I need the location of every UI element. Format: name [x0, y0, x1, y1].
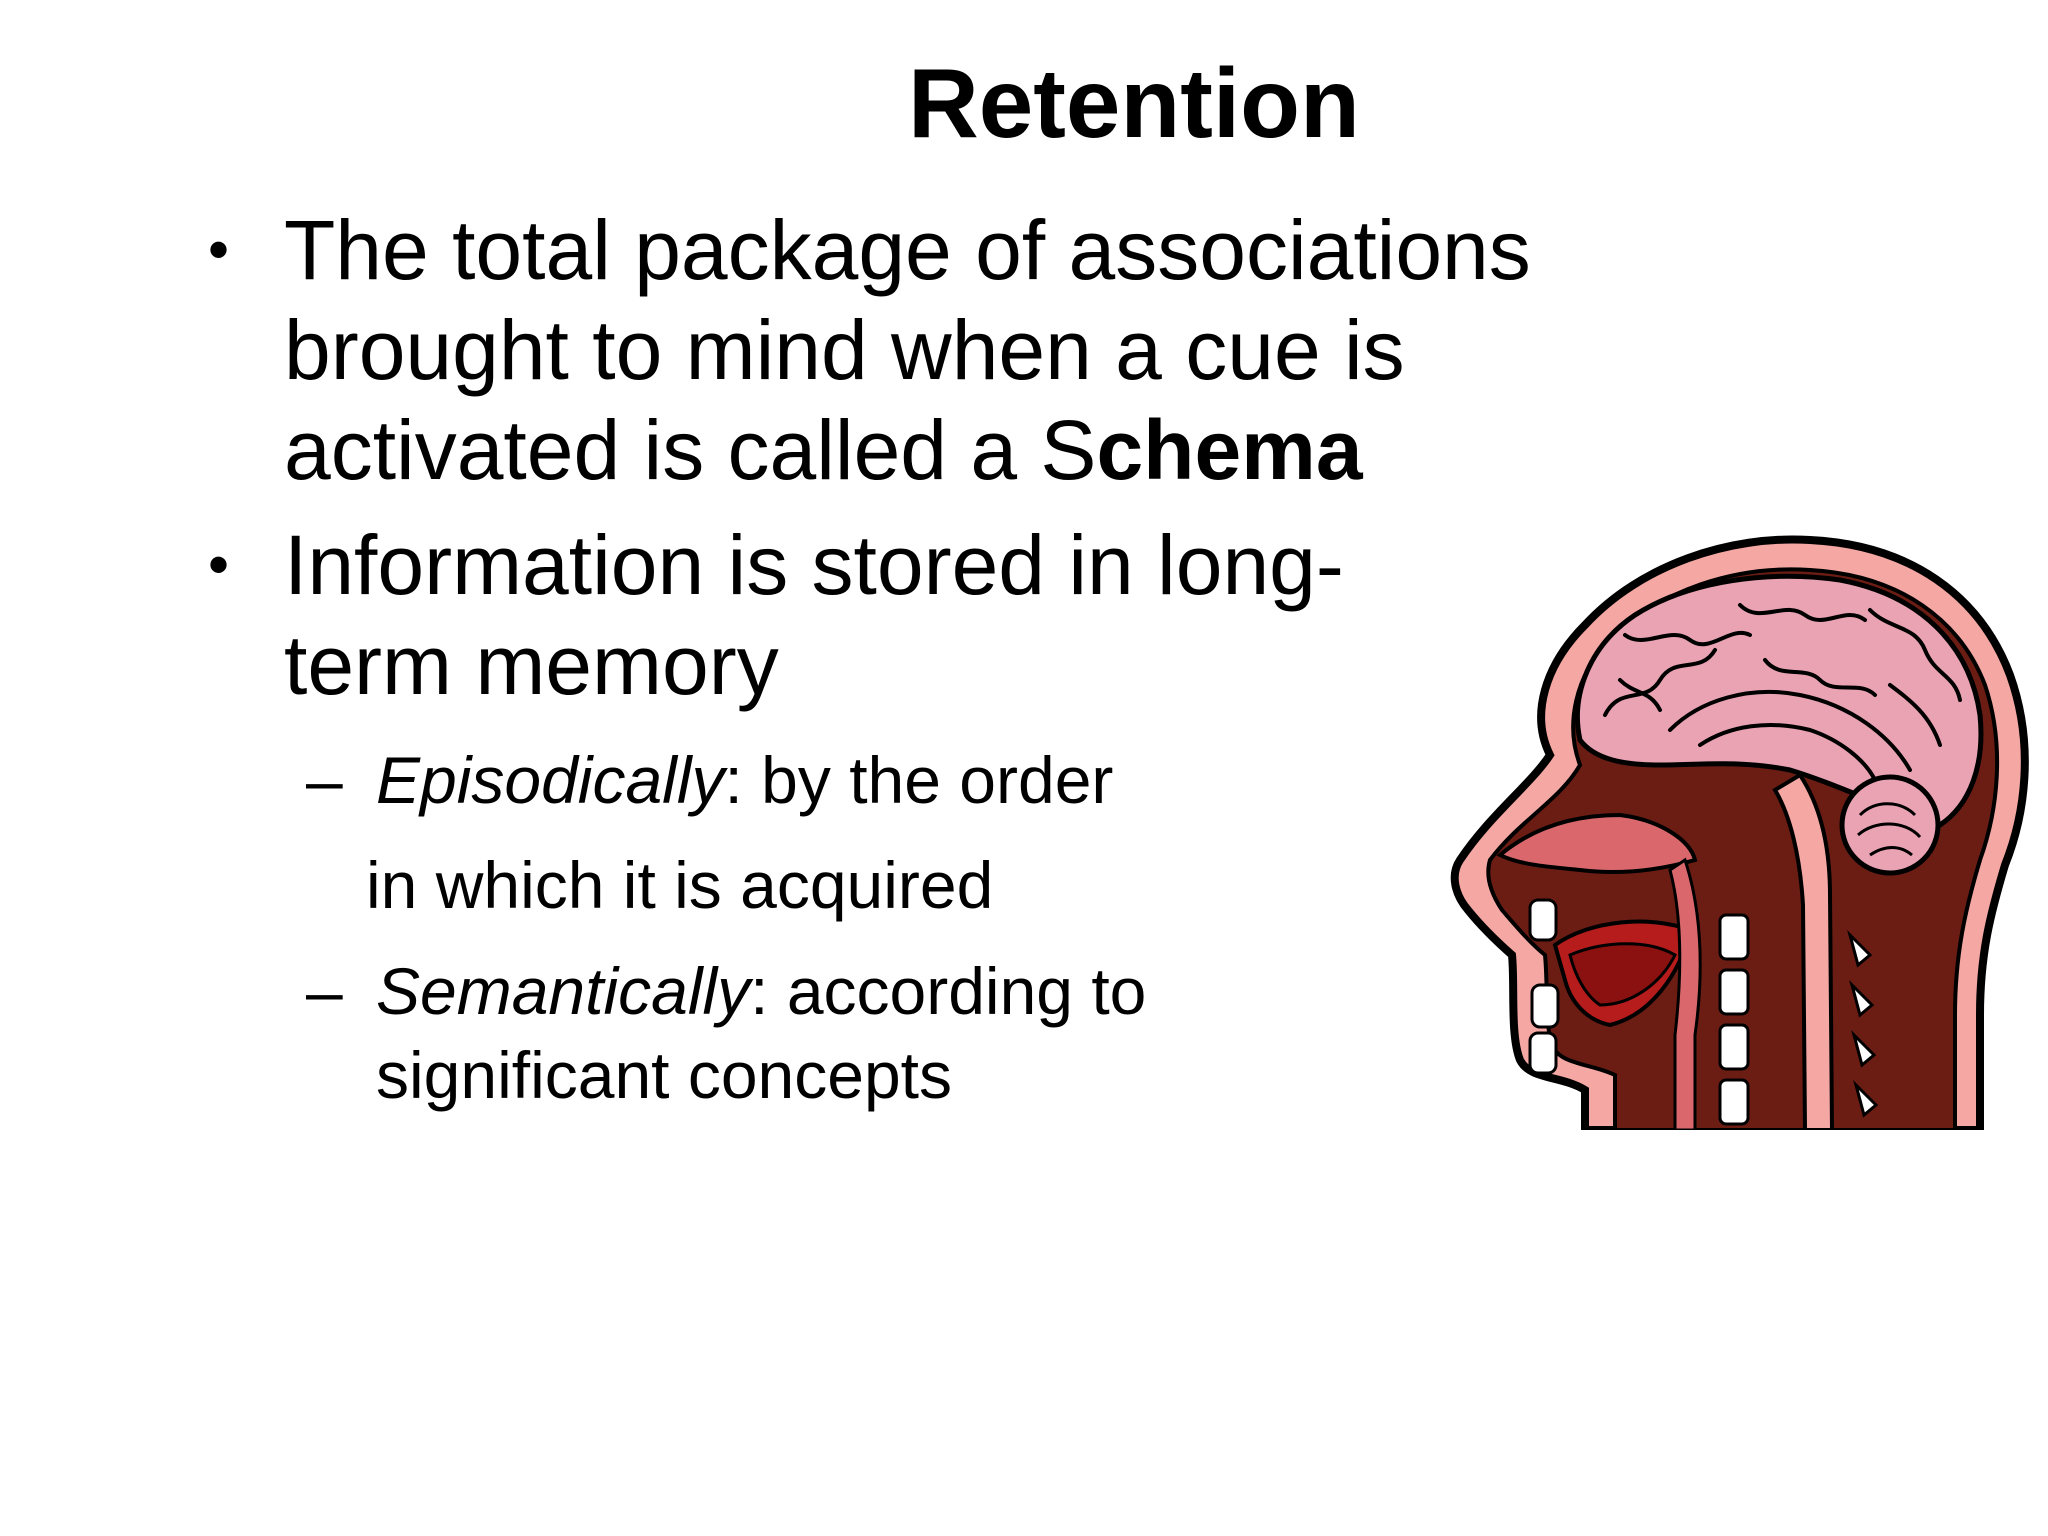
bullet-line: term memory [284, 618, 779, 712]
bullet-line: Information is stored in long- [284, 518, 1344, 612]
teeth [1528, 898, 1560, 1075]
sub-bullet-marker: – [306, 954, 343, 1028]
brain-cerebrum [1574, 573, 1984, 828]
bullet-marker: • [208, 216, 230, 283]
spinal-processes [1847, 929, 1879, 1118]
sub-bullet-marker: – [306, 743, 343, 817]
pharynx [1668, 857, 1702, 1130]
sub-bullet-continuation: in which it is acquired [366, 848, 994, 922]
vertebrae [1718, 913, 1750, 1126]
bullet-line: The total package of associations [284, 203, 1531, 297]
sub-bullet-text: : by the order [724, 743, 1114, 817]
schema-term: chema [1096, 403, 1363, 497]
tongue [1568, 942, 1677, 1007]
nasal-cavity [1496, 812, 1698, 874]
sub-bullet-item: –Episodically: by the order [306, 737, 1113, 823]
bullet-marker: • [208, 531, 230, 598]
slide-title: Retention [908, 48, 1360, 158]
brain-stem [1772, 772, 1835, 1130]
sub-bullet-term: Semantically [376, 954, 751, 1028]
bullet-line: brought to mind when a cue is [284, 303, 1405, 397]
sub-bullet-text: : according to [750, 954, 1147, 1028]
brain-folds [1603, 603, 1962, 782]
bullet-line-with-term: activated is called a Schema [284, 400, 1363, 500]
bullet-text-prefix: activated is called a S [284, 403, 1097, 497]
head-cross-section-icon [1450, 535, 2029, 1130]
sub-bullet-continuation: significant concepts [376, 1038, 952, 1112]
sub-bullet-item: –Semantically: according to [306, 948, 1146, 1034]
sub-bullet-term: Episodically [376, 743, 725, 817]
